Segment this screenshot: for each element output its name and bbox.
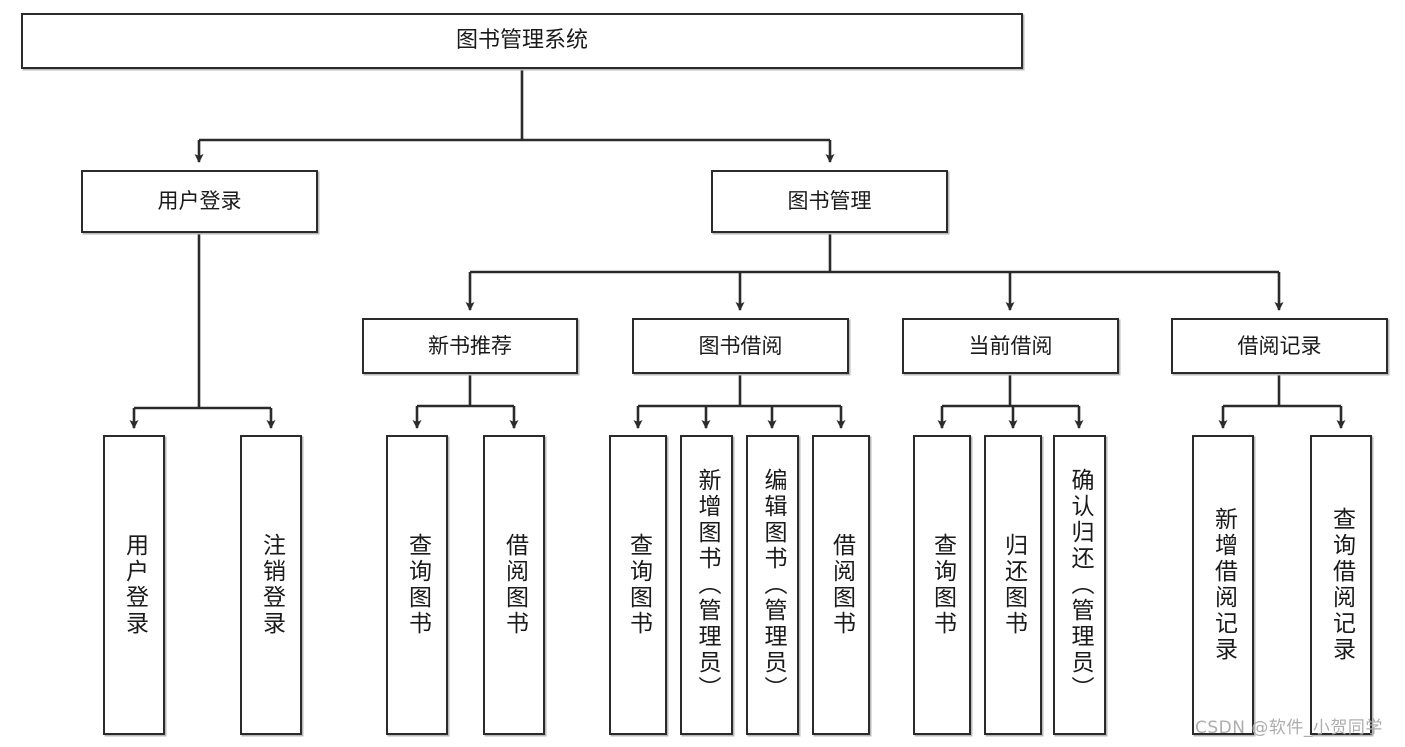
- node-new-book-recommend-label: 新书推荐: [428, 333, 512, 358]
- leaf-query-record[interactable]: 查询借阅记录: [1310, 435, 1372, 735]
- node-book-manage-label: 图书管理: [787, 189, 872, 214]
- leaf-logout[interactable]: 注销登录: [240, 435, 302, 735]
- leaf-confirm-return-label: 确认归还（管理员）: [1067, 468, 1093, 702]
- leaf-borrow-book-2[interactable]: 借阅图书: [812, 435, 870, 735]
- leaf-user-login[interactable]: 用户登录: [103, 435, 165, 735]
- leaf-user-login-label: 用户登录: [121, 533, 148, 637]
- leaf-query-book-2-label: 查询图书: [625, 533, 652, 637]
- node-user-login-label: 用户登录: [157, 189, 242, 214]
- leaf-query-book-1[interactable]: 查询图书: [386, 435, 448, 735]
- node-book-borrow[interactable]: 图书借阅: [632, 318, 849, 374]
- leaf-add-record[interactable]: 新增借阅记录: [1192, 435, 1254, 735]
- leaf-return-book-label: 归还图书: [1000, 533, 1027, 637]
- leaf-return-book[interactable]: 归还图书: [984, 435, 1042, 735]
- leaf-query-book-3[interactable]: 查询图书: [913, 435, 971, 735]
- leaf-edit-book[interactable]: 编辑图书（管理员）: [746, 435, 799, 735]
- leaf-confirm-return[interactable]: 确认归还（管理员）: [1053, 435, 1106, 735]
- leaf-borrow-book-1-label: 借阅图书: [501, 533, 528, 637]
- leaf-borrow-book-2-label: 借阅图书: [828, 533, 855, 637]
- node-book-borrow-label: 图书借阅: [698, 333, 783, 358]
- watermark: CSDN @软件_小贺同学: [1195, 718, 1383, 738]
- node-user-login[interactable]: 用户登录: [81, 170, 318, 233]
- node-new-book-recommend[interactable]: 新书推荐: [362, 318, 578, 374]
- leaf-add-book-label: 新增图书（管理员）: [694, 468, 720, 702]
- leaf-logout-label: 注销登录: [258, 533, 285, 637]
- leaf-add-book[interactable]: 新增图书（管理员）: [680, 435, 733, 735]
- leaf-edit-book-label: 编辑图书（管理员）: [760, 468, 786, 702]
- node-book-manage[interactable]: 图书管理: [711, 170, 948, 233]
- leaf-query-record-label: 查询借阅记录: [1328, 507, 1355, 663]
- leaf-borrow-book-1[interactable]: 借阅图书: [483, 435, 545, 735]
- node-root-label: 图书管理系统: [455, 28, 588, 54]
- leaf-query-book-2[interactable]: 查询图书: [609, 435, 667, 735]
- leaf-query-book-3-label: 查询图书: [929, 533, 956, 637]
- leaf-query-book-1-label: 查询图书: [404, 533, 431, 637]
- leaf-add-record-label: 新增借阅记录: [1210, 507, 1237, 663]
- node-current-borrow-label: 当前借阅: [968, 333, 1053, 358]
- node-borrow-record-label: 借阅记录: [1237, 333, 1322, 358]
- node-root[interactable]: 图书管理系统: [21, 13, 1023, 69]
- node-current-borrow[interactable]: 当前借阅: [902, 318, 1119, 374]
- node-borrow-record[interactable]: 借阅记录: [1171, 318, 1388, 374]
